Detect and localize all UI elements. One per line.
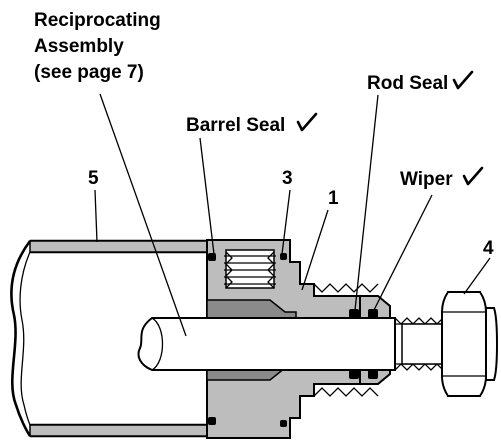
label-reciprocating: Reciprocating Assembly (see page 7)	[34, 10, 161, 83]
checkmark-icon	[462, 166, 484, 186]
nut	[441, 291, 498, 397]
rod-seal-bottom	[349, 370, 359, 379]
label-rod-seal: Rod Seal	[367, 70, 474, 94]
label-wiper: Wiper	[400, 166, 484, 190]
checkmark-icon	[452, 70, 474, 90]
callout-1: 1	[328, 188, 339, 209]
checkmark-icon	[296, 112, 318, 132]
leader-lines	[94, 93, 491, 337]
rod-seal-top	[349, 309, 359, 318]
reciprocating-line3: (see page 7)	[34, 62, 144, 83]
callout-5: 5	[88, 168, 99, 189]
barrel-seal-top	[208, 253, 216, 261]
callout-3: 3	[282, 168, 293, 189]
reciprocating-line2: Assembly	[34, 36, 124, 57]
wiper-text: Wiper	[400, 169, 453, 190]
wiper-bottom	[368, 370, 378, 379]
barrel-seal-bottom	[208, 417, 216, 425]
port-seal-bottom	[280, 420, 287, 427]
port-seal-top	[280, 253, 287, 260]
reciprocating-line1: Reciprocating	[34, 10, 161, 31]
piston-rod	[137, 317, 492, 371]
label-barrel-seal: Barrel Seal	[186, 112, 318, 136]
rod-seal-text: Rod Seal	[367, 73, 448, 94]
barrel-seal-text: Barrel Seal	[186, 115, 285, 136]
seals	[208, 253, 378, 427]
barrel	[10, 239, 211, 438]
wiper-top	[368, 309, 378, 318]
callout-4: 4	[483, 238, 494, 259]
